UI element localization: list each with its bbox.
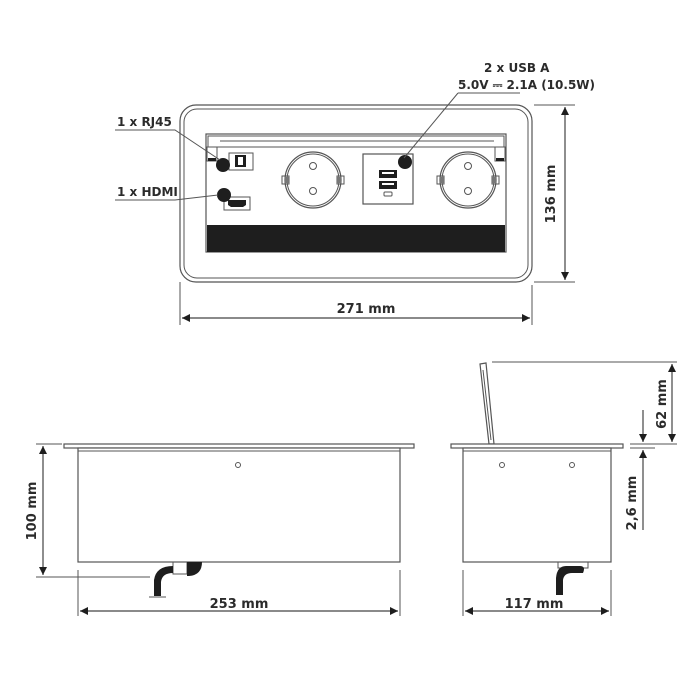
side-screw-right [569, 462, 575, 468]
schuko-socket-right [436, 151, 500, 209]
usb-marker-dot [398, 155, 412, 169]
top-view: 1 x RJ45 1 x HDMI 2 x USB A 5.0V ⎓ 2.1A … [115, 61, 595, 325]
schuko-socket-left [281, 151, 345, 209]
dark-strip [207, 225, 505, 252]
height-100-label: 100 mm [25, 482, 40, 541]
front-body [77, 447, 401, 563]
lid-hinge-bar [207, 135, 505, 148]
usb-module [362, 153, 414, 205]
side-screw-left [499, 462, 505, 468]
rj45-marker-dot [216, 158, 230, 172]
hdmi-callout: 1 x HDMI [117, 185, 178, 199]
width-253-label: 253 mm [210, 597, 269, 612]
width-271-label: 271 mm [337, 302, 396, 317]
usb-callout-title: 2 x USB A [484, 61, 550, 75]
height-136-label: 136 mm [544, 165, 559, 224]
side-cable [556, 561, 589, 595]
width-117-label: 117 mm [505, 597, 564, 612]
lid-62-label: 62 mm [655, 379, 670, 429]
front-flange [63, 443, 415, 449]
outer-frame-inner [183, 108, 529, 279]
side-view: 62 mm 2,6 mm 117 mm [450, 361, 677, 616]
front-screw [235, 462, 241, 468]
flange-2-6-label: 2,6 mm [625, 476, 640, 531]
front-cable [149, 561, 202, 598]
side-flange [450, 443, 624, 449]
hdmi-port [223, 196, 251, 211]
side-body [462, 447, 612, 563]
rj45-callout: 1 x RJ45 [117, 115, 172, 129]
front-view: 100 mm 253 mm [25, 443, 415, 616]
hdmi-marker-dot [217, 188, 231, 202]
usb-callout-spec: 5.0V ⎓ 2.1A (10.5W) [458, 78, 595, 92]
